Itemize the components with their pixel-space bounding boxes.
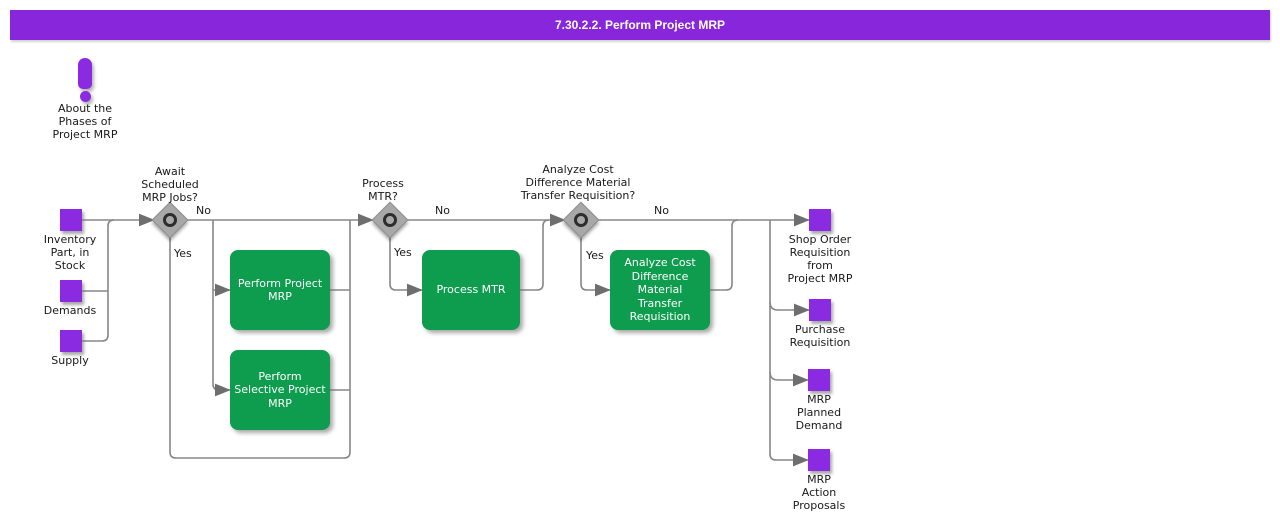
activity-process-mtr-label: Process MTR [436, 283, 506, 297]
decision-ring-icon [163, 213, 177, 227]
activity-perform-selective-project-mrp-label: Perform Selective Project MRP [234, 369, 326, 410]
output-mrp-planned-demand-label: MRP Planned Demand [795, 393, 843, 432]
about-exclamation-icon[interactable] [78, 58, 92, 89]
activity-perform-selective-project-mrp[interactable]: Perform Selective Project MRP [230, 350, 330, 430]
branch-no-2: No [435, 204, 450, 217]
activity-analyze-cost-difference-mtr[interactable]: Analyze Cost Difference Material Transfe… [610, 250, 710, 330]
decision-ring-icon [383, 213, 397, 227]
output-mrp-action-proposals-label: MRP Action Proposals [792, 473, 846, 512]
diagram-title: 7.30.2.2. Perform Project MRP [554, 18, 726, 32]
about-link-label[interactable]: About the Phases of Project MRP [52, 102, 118, 141]
decision-analyze-cost-difference-mtr-label: Analyze Cost Difference Material Transfe… [520, 163, 636, 202]
input-supply[interactable] [60, 330, 82, 352]
branch-no-3: No [654, 204, 669, 217]
input-demands[interactable] [60, 280, 82, 302]
output-mrp-action-proposals[interactable] [808, 449, 830, 471]
input-demands-label: Demands [43, 304, 97, 317]
output-shop-order-requisition-label: Shop Order Requisition from Project MRP [787, 233, 853, 285]
output-purchase-requisition[interactable] [809, 299, 831, 321]
branch-yes-2: Yes [394, 246, 412, 259]
decision-ring-icon [574, 213, 588, 227]
input-inventory-part-label: Inventory Part, in Stock [43, 233, 97, 272]
decision-await-scheduled-mrp-jobs-label: Await Scheduled MRP Jobs? [141, 165, 199, 204]
input-inventory-part-in-stock[interactable] [60, 209, 82, 231]
activity-perform-project-mrp-label: Perform Project MRP [237, 276, 323, 304]
activity-process-mtr[interactable]: Process MTR [422, 250, 520, 330]
output-mrp-planned-demand[interactable] [808, 369, 830, 391]
input-supply-label: Supply [51, 354, 89, 367]
branch-no-1: No [196, 204, 211, 217]
branch-yes-1: Yes [174, 247, 192, 260]
output-shop-order-requisition[interactable] [809, 209, 831, 231]
branch-yes-3: Yes [586, 249, 604, 262]
activity-perform-project-mrp[interactable]: Perform Project MRP [230, 250, 330, 330]
diagram-title-bar: 7.30.2.2. Perform Project MRP [10, 10, 1270, 40]
activity-analyze-cost-difference-mtr-label: Analyze Cost Difference Material Transfe… [624, 256, 696, 324]
about-exclamation-dot-icon[interactable] [80, 91, 91, 102]
decision-process-mtr-label: Process MTR? [362, 177, 404, 203]
output-purchase-requisition-label: Purchase Requisition [789, 323, 851, 349]
